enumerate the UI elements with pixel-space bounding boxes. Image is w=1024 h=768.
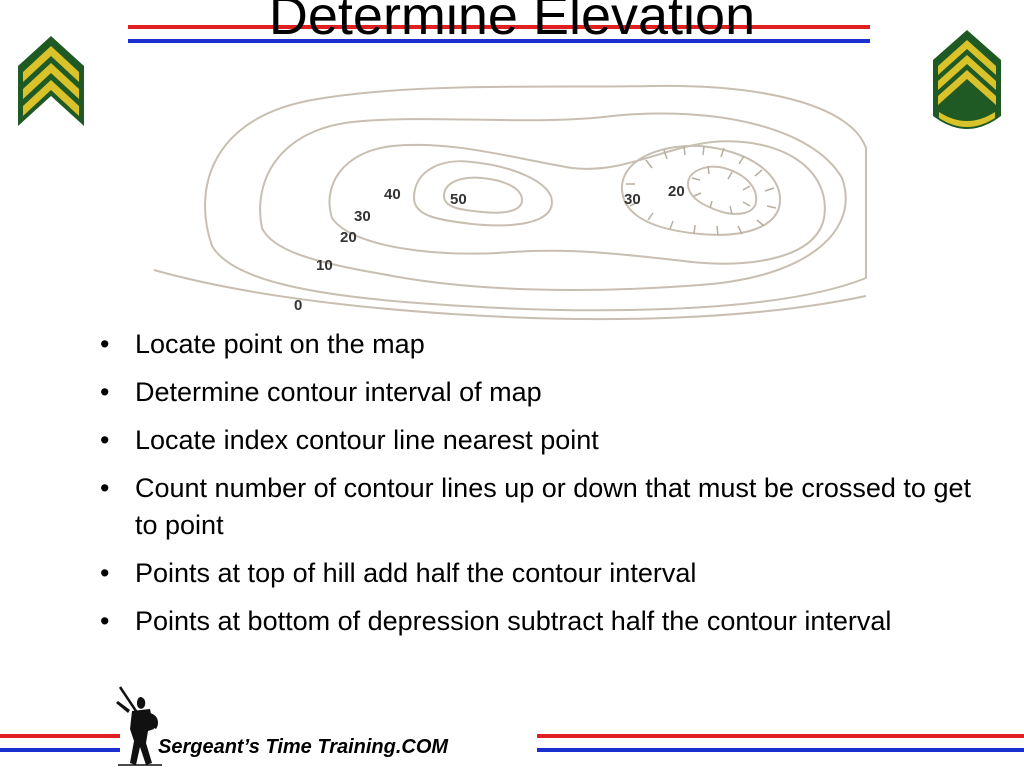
contour-label-50: 50 bbox=[450, 191, 467, 208]
bottom-stripe-red-right bbox=[537, 734, 1024, 738]
slide-title: Determine Elevation bbox=[268, 0, 756, 46]
contour-line-0 bbox=[153, 269, 867, 321]
sergeant-chevron-icon bbox=[18, 36, 84, 126]
depression-label-30: 30 bbox=[624, 191, 641, 208]
bullet-item: Points at top of hill add half the conto… bbox=[100, 555, 1000, 592]
staff-sergeant-chevron-icon bbox=[933, 30, 1001, 129]
bullet-item: Count number of contour lines up or down… bbox=[100, 470, 1000, 544]
bullet-list: Locate point on the map Determine contou… bbox=[100, 326, 1000, 651]
top-stripe-red bbox=[128, 25, 870, 29]
contour-label-30: 30 bbox=[354, 208, 371, 225]
contour-line-20 bbox=[259, 112, 847, 291]
bottom-stripe-blue-right bbox=[537, 748, 1024, 752]
contour-line-40 bbox=[412, 160, 554, 227]
bullet-item: Points at bottom of depression subtract … bbox=[100, 603, 1000, 640]
contour-label-20: 20 bbox=[340, 229, 357, 246]
contour-line-30 bbox=[328, 140, 826, 265]
bullet-item: Locate point on the map bbox=[100, 326, 1000, 363]
contour-map: 40 50 30 20 10 0 30 20 bbox=[152, 78, 870, 332]
bullet-item: Determine contour interval of map bbox=[100, 374, 1000, 411]
contour-label-10: 10 bbox=[316, 257, 333, 274]
bottom-stripe-blue-left bbox=[0, 748, 120, 752]
contour-label-40: 40 bbox=[384, 186, 401, 203]
depression-line-outer bbox=[620, 144, 782, 236]
depression-label-20: 20 bbox=[668, 183, 685, 200]
top-stripe-blue bbox=[128, 39, 870, 43]
depression-line-inner bbox=[686, 165, 758, 215]
contour-label-0: 0 bbox=[294, 297, 302, 314]
contour-line-10 bbox=[204, 84, 867, 312]
contour-line-50 bbox=[442, 176, 524, 214]
bullet-item: Locate index contour line nearest point bbox=[100, 422, 1000, 459]
footer-site-name: Sergeant’s Time Training.COM bbox=[158, 736, 449, 758]
bottom-stripe-red-left bbox=[0, 734, 120, 738]
soldier-silhouette-icon bbox=[116, 686, 162, 766]
